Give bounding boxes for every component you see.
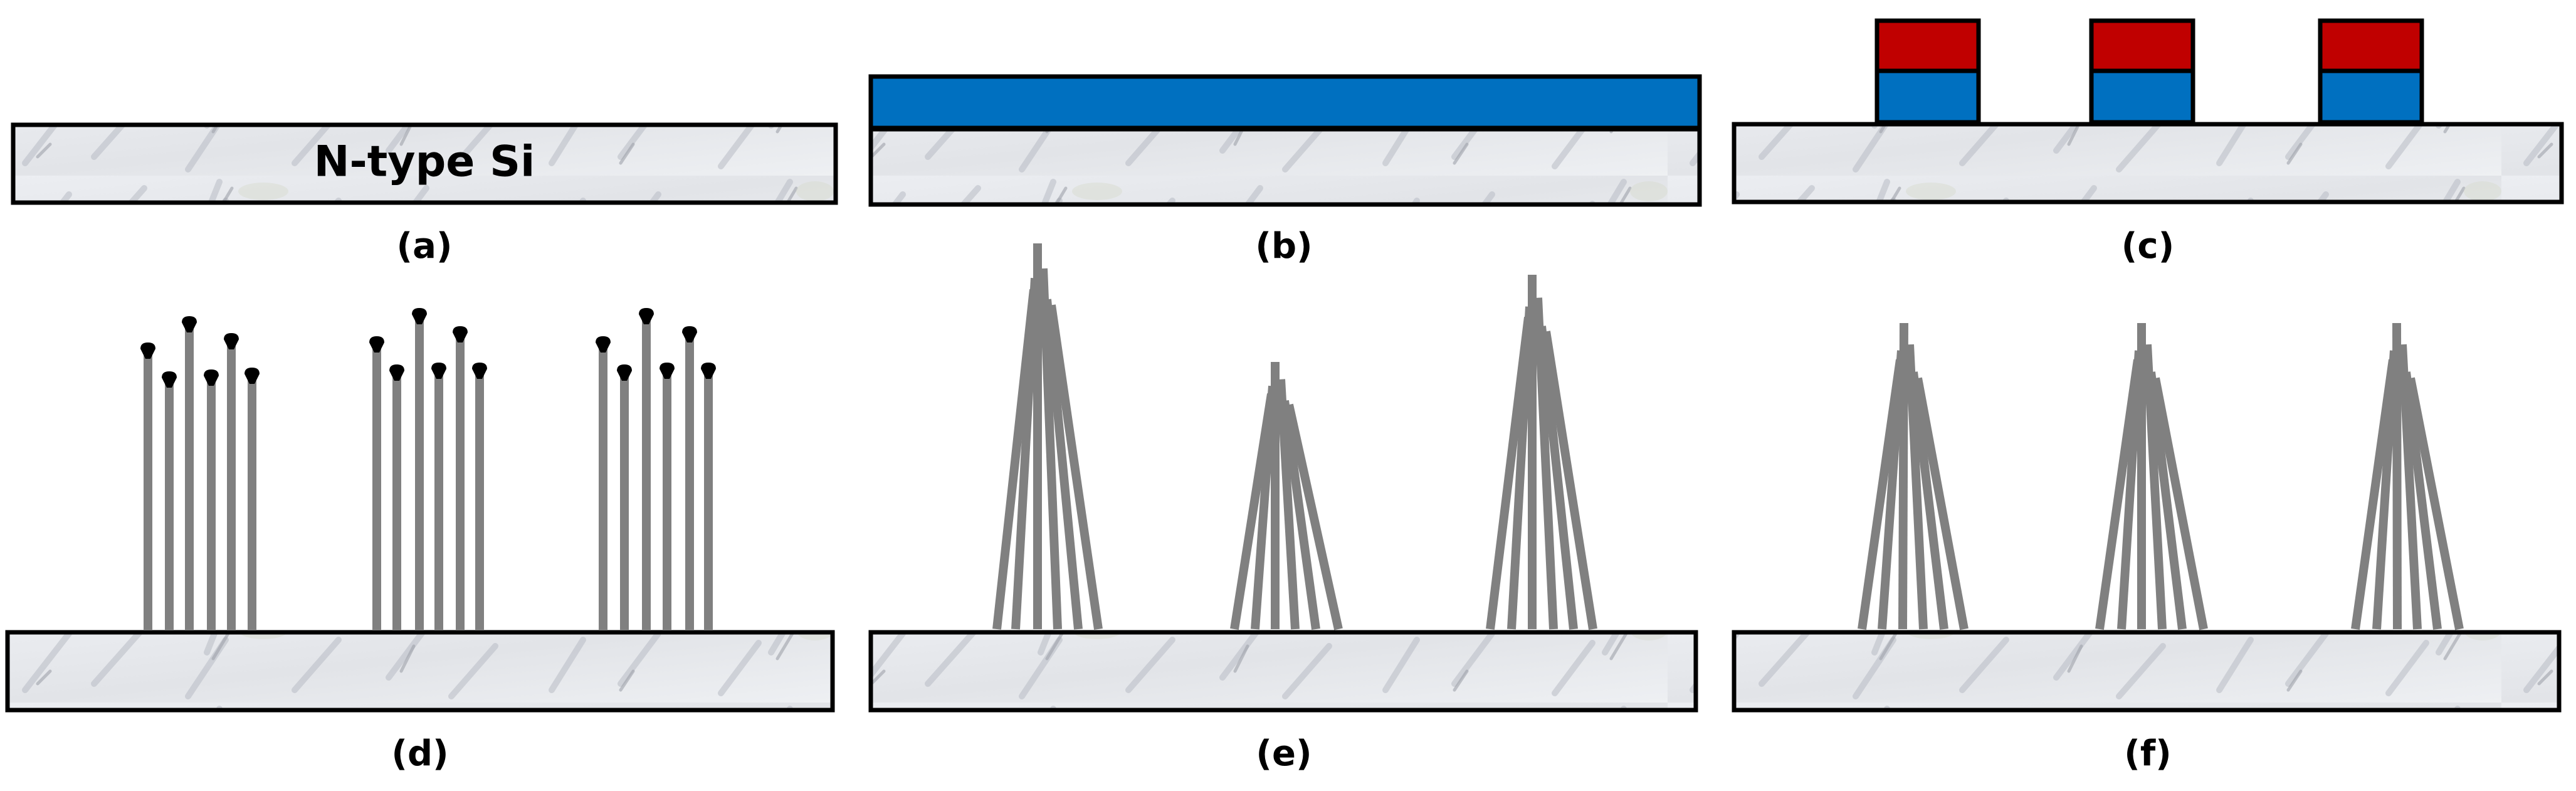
panel-label-b: (b) (1255, 226, 1312, 267)
nanowire (1280, 400, 1320, 630)
catalyst-tip (162, 371, 177, 388)
si-substrate (1732, 630, 2562, 713)
nanowire (2402, 371, 2442, 630)
pillar-blue-layer (1874, 68, 1981, 125)
catalyst-tip (682, 326, 697, 342)
panel-label-f: (f) (2124, 733, 2172, 774)
panel-b: (b) (868, 74, 1702, 267)
si-substrate (1732, 122, 2564, 204)
catalyst-tip (472, 363, 487, 379)
catalyst-tip (204, 369, 219, 386)
panel-d: (d) (5, 308, 835, 774)
si-substrate (868, 127, 1702, 207)
catalyst-tip (701, 363, 716, 379)
panel-label-e: (e) (1256, 733, 1312, 774)
catalyst-tip (431, 363, 446, 379)
catalyst-tip (596, 336, 611, 353)
si-substrate (11, 122, 838, 205)
panel-f: (f) (1732, 322, 2562, 774)
nanowire (2147, 371, 2187, 630)
nanowire (1913, 377, 1969, 630)
nanowire (1251, 385, 1277, 630)
panel-e: (e) (868, 243, 1698, 774)
si-substrate (5, 630, 835, 713)
nanowire (1537, 326, 1578, 630)
catalyst-tip (639, 308, 654, 324)
nanowire (1507, 306, 1534, 630)
catalyst-tip (182, 316, 197, 332)
pillar-red-cap (2089, 18, 2195, 73)
nanowire (1878, 350, 1906, 630)
blue-layer (868, 74, 1702, 130)
nanowire (1898, 322, 1908, 630)
catalyst-tip (389, 364, 404, 381)
nanowire (1043, 299, 1083, 630)
nanowire (1047, 304, 1103, 630)
si-substrate (868, 630, 1698, 713)
nanowire (1909, 371, 1948, 630)
catalyst-tip (140, 342, 155, 359)
nanowire (1285, 403, 1343, 630)
nanowire (1011, 277, 1039, 630)
catalyst-tip (369, 336, 384, 353)
panel-label-d: (d) (391, 733, 448, 774)
catalyst-tip (453, 326, 468, 342)
nanowire (2406, 377, 2464, 630)
catalyst-tip (660, 363, 675, 379)
catalyst-tip (617, 364, 632, 381)
panel-label-a: (a) (397, 226, 453, 267)
pillar-red-cap (2318, 18, 2424, 73)
pillar-blue-layer (2318, 68, 2424, 125)
panel-c: (c) (1732, 18, 2564, 267)
pillar-blue-layer (2089, 68, 2195, 125)
nanowire (2151, 377, 2208, 630)
catalyst-tip (244, 368, 260, 384)
panel-a: N-type Si (a) (11, 122, 838, 267)
nanowire (2117, 350, 2143, 630)
panel-label-c: (c) (2121, 226, 2174, 267)
pillar-red-cap (1874, 18, 1981, 73)
catalyst-tip (224, 333, 239, 349)
substrate-label: N-type Si (314, 137, 535, 187)
nanowire (2372, 350, 2399, 630)
nanowire (1542, 331, 1597, 630)
catalyst-tip (412, 308, 427, 324)
